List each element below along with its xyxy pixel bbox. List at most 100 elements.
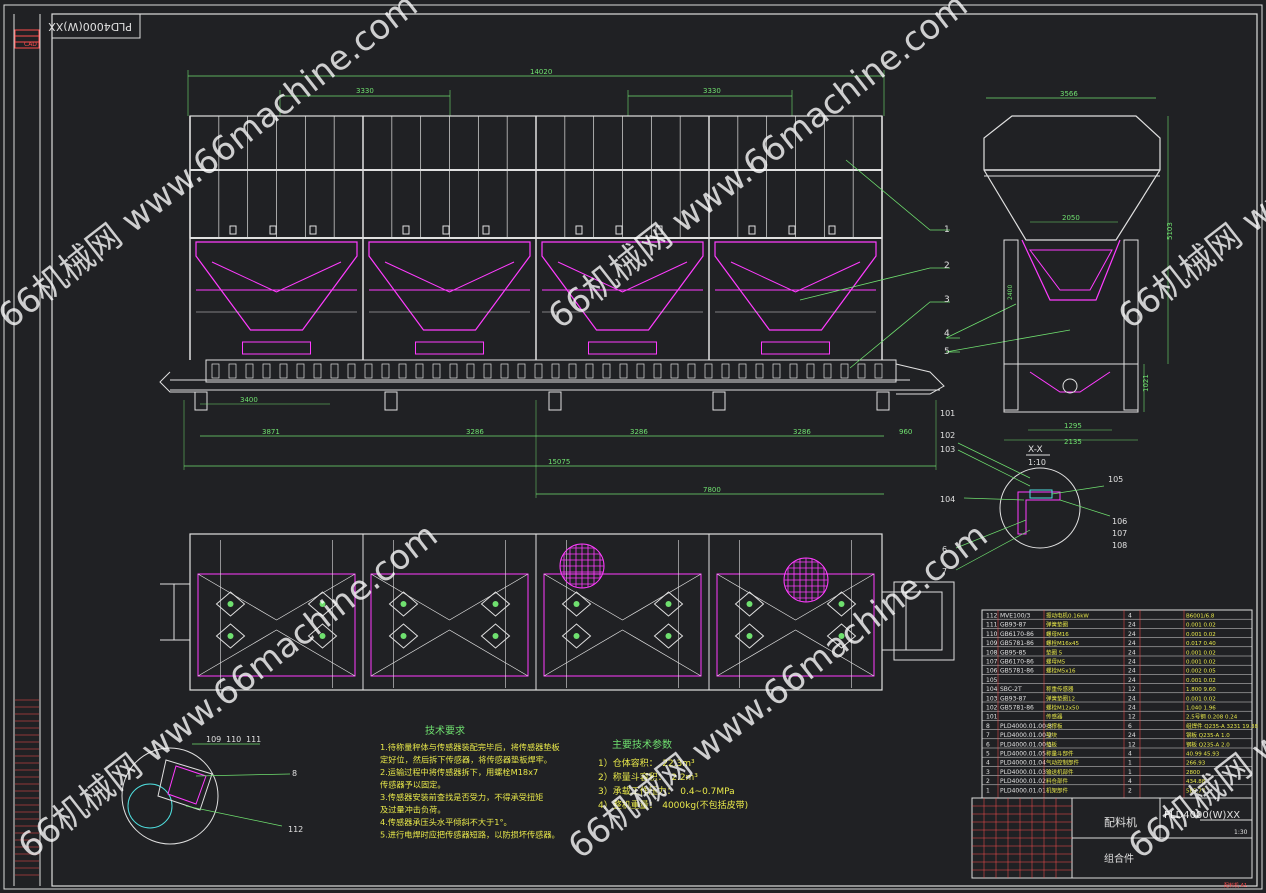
- bom-note: 0.001 0.02: [1186, 650, 1216, 656]
- tech-req-item: 4.传感器承压头水平倾斜不大于1°。: [380, 817, 512, 827]
- bom-note: 钢板 Q235-A 1.0: [1186, 731, 1230, 739]
- bom-code: GB93-87: [1000, 695, 1026, 702]
- bom-note: 434.88: [1186, 779, 1206, 785]
- watermark-text: 66机械网 www.66machine.com: [0, 0, 425, 337]
- small-callout-number: 109: [206, 735, 221, 744]
- bom-no: 102: [986, 705, 998, 712]
- bom-no: 101: [986, 714, 998, 721]
- inner-frame: [51, 13, 1258, 887]
- bom-code: MVE100/3: [1000, 613, 1031, 620]
- dim-bottom-d4: 3286: [630, 428, 648, 436]
- bom-code: GB6170-86: [1000, 659, 1034, 666]
- bolt-detail: 109 110 111 8 112: [121, 735, 303, 845]
- small-callout-number: 110: [226, 735, 241, 744]
- tech-req-heading: 技术要求: [425, 724, 465, 737]
- bom-name: 振动电机0.16kW: [1046, 612, 1089, 620]
- bom-code: GB5781-86: [1000, 640, 1034, 647]
- small-callout-number: 111: [246, 735, 261, 744]
- bom-no: 107: [986, 659, 998, 666]
- bom-name: 螺母M16: [1046, 630, 1069, 638]
- bom-qty: 24: [1128, 677, 1136, 684]
- watermark-text: 66机械网 www.66machine.com: [541, 0, 975, 337]
- callout-number: 1: [944, 225, 950, 235]
- left-strip-label: CAD: [24, 41, 37, 48]
- title-block-name: 配料机: [1104, 815, 1137, 829]
- tech-req-item: 传感器予以固定。: [380, 780, 446, 790]
- title-block-subtitle: 组合件: [1104, 852, 1134, 865]
- bom-note: 266.93: [1186, 761, 1206, 767]
- tech-req-item: 定好位，然后拆下传感器，将传感器垫板焊牢。: [380, 755, 552, 765]
- dim-side-width: 3566: [1060, 90, 1078, 98]
- dim-bottom-d5: 3286: [793, 428, 811, 436]
- bom-qty: 24: [1128, 695, 1136, 702]
- detail-callout-number: 101: [940, 409, 955, 418]
- bom-qty: 1: [1128, 769, 1132, 776]
- detail-callout-number: 106: [1112, 517, 1127, 526]
- small-callout-number: 8: [292, 769, 297, 778]
- dim-side-mid: 2400: [1007, 285, 1014, 300]
- bom-qty: 12: [1128, 686, 1136, 693]
- bom-code: SBC-2T: [1000, 686, 1022, 693]
- bom-qty: 24: [1128, 622, 1136, 629]
- dim-bay-left: 3330: [356, 87, 374, 95]
- bom-name: 气动控制部件: [1046, 759, 1080, 767]
- small-callout-number: 112: [288, 825, 303, 834]
- dim-bottom-d1: 3400: [240, 396, 258, 404]
- bom-code: PLD4000.01.00-2: [1000, 732, 1052, 739]
- bom-note: 1.040 1.96: [1186, 706, 1216, 712]
- bom-qty: 24: [1128, 668, 1136, 675]
- bom-name: 称重传感器: [1046, 685, 1074, 693]
- tech-req-item: 5.进行电焊时应把传感器短路，以防损坏传感器。: [380, 830, 560, 840]
- bom-no: 8: [986, 723, 990, 730]
- bom-no: 104: [986, 686, 998, 693]
- plan-view: [160, 533, 955, 691]
- watermark-text: 66机械网 www.66machine.com: [1111, 0, 1266, 337]
- bom-qty: 1: [1128, 760, 1132, 767]
- bom-code: GB5781-86: [1000, 705, 1034, 712]
- bom-code: PLD4000.01.02: [1000, 778, 1046, 785]
- bom-no: 111: [986, 622, 998, 629]
- bom-code: PLD4000.01.01: [1000, 787, 1046, 794]
- bom-qty: 4: [1128, 613, 1132, 620]
- left-margin-strip: CAD: [13, 14, 41, 886]
- dim-bottom-partial: 7800: [703, 486, 721, 494]
- bom-name: 料仓部件: [1046, 777, 1069, 785]
- bom-name: 称量斗部件: [1046, 750, 1074, 758]
- bom-no: 5: [986, 751, 990, 758]
- bom-qty: 4: [1128, 778, 1132, 785]
- detail-callout-number: 108: [1112, 541, 1127, 550]
- watermark-text: 66机械网 www.66machine.com: [561, 515, 995, 867]
- bom-name: 弹簧垫圈12: [1046, 694, 1075, 702]
- callout-number: 2: [944, 261, 950, 271]
- dim-side-lower: 1021: [1142, 374, 1150, 392]
- bom-name: 螺母M5: [1046, 658, 1066, 666]
- bom-name: 螺栓M5x16: [1046, 667, 1076, 675]
- bom-qty: 2: [1128, 787, 1132, 794]
- bom-no: 2: [986, 778, 990, 785]
- bom-code: PLD4000.01.05: [1000, 751, 1046, 758]
- bom-code: GB95-85: [1000, 649, 1026, 656]
- title-block: 配料机 组合件 PLD4000(W)XX 1:30 配料机 A1: [971, 797, 1253, 889]
- bom-name: 弹簧垫圈: [1046, 621, 1069, 629]
- bom-code: GB5781-86: [1000, 668, 1034, 675]
- bom-qty: 6: [1128, 723, 1132, 730]
- tech-req-item: 1.待称量秤体与传感器装配完毕后，将传感器垫板: [380, 742, 560, 752]
- dim-side-base: 2135: [1064, 438, 1082, 446]
- bom-qty: 24: [1128, 631, 1136, 638]
- bom-qty: 24: [1128, 659, 1136, 666]
- bom-note: 1.800 9.60: [1186, 687, 1216, 693]
- bom-note: 585.77: [1186, 788, 1206, 794]
- bom-note: 2800: [1186, 770, 1200, 776]
- detail-callout-number: 105: [1108, 475, 1123, 484]
- bom-note: 0.001 0.02: [1186, 660, 1216, 666]
- grating-circle: [559, 543, 605, 589]
- grating-circle: [783, 557, 829, 603]
- callout-number: 5: [944, 347, 950, 357]
- bom-no: 110: [986, 631, 998, 638]
- bom-no: 109: [986, 640, 998, 647]
- bom-code: PLD4000.01.00-1: [1000, 741, 1052, 748]
- param-item: 2）称量斗容积： 2.2m³: [598, 771, 698, 783]
- bom-note: 0.001 0.02: [1186, 678, 1216, 684]
